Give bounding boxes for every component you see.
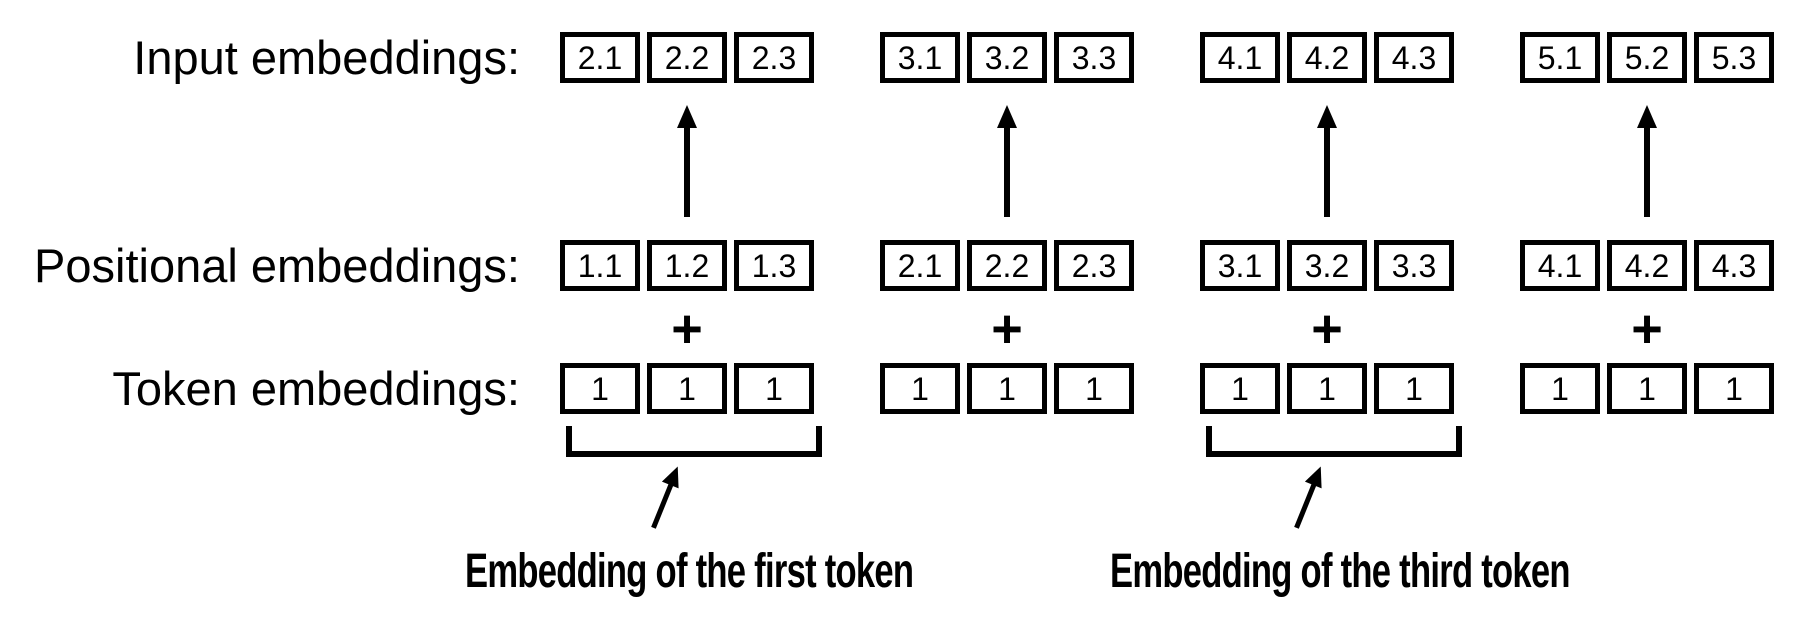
embedding-cell: 1.2: [647, 240, 727, 291]
embedding-cell: 1: [560, 363, 640, 414]
up-arrow-icon: [997, 105, 1017, 218]
embedding-cell: 5.2: [1607, 32, 1687, 83]
first-token-bracket: [566, 426, 822, 457]
embedding-cell: 1.1: [560, 240, 640, 291]
embedding-cell: 3.3: [1054, 32, 1134, 83]
token-embeddings-label: Token embeddings:: [112, 362, 520, 415]
arrowhead-icon: [677, 105, 697, 128]
embedding-cell: 1: [734, 363, 814, 414]
caption-first-token: Embedding of the first token: [465, 545, 914, 598]
embedding-cell: 1: [647, 363, 727, 414]
embedding-cell: 3.3: [1374, 240, 1454, 291]
arrow-shaft: [1004, 127, 1010, 217]
arrow-shaft: [1293, 483, 1316, 529]
embedding-cell: 4.3: [1694, 240, 1774, 291]
annotation-arrow-icon: [1286, 463, 1330, 534]
up-arrow-icon: [677, 105, 697, 218]
embedding-cell: 1: [967, 363, 1047, 414]
arrow-shaft: [1644, 127, 1650, 217]
plus-operator: +: [671, 299, 703, 359]
embedding-cell: 5.1: [1520, 32, 1600, 83]
input-embeddings-label: Input embeddings:: [133, 31, 520, 84]
embedding-cell: 1.3: [734, 240, 814, 291]
embedding-cell: 2.2: [647, 32, 727, 83]
embedding-cell: 2.1: [880, 240, 960, 291]
up-arrow-icon: [1317, 105, 1337, 218]
arrowhead-icon: [1637, 105, 1657, 128]
arrow-shaft: [1324, 127, 1330, 217]
annotation-arrow-icon: [643, 463, 687, 534]
arrowhead-icon: [1317, 105, 1337, 128]
embedding-cell: 3.1: [1200, 240, 1280, 291]
arrowhead-icon: [1304, 463, 1330, 489]
embedding-cell: 1: [1374, 363, 1454, 414]
embedding-cell: 1: [1054, 363, 1134, 414]
embedding-cell: 1: [1287, 363, 1367, 414]
arrow-shaft: [650, 483, 673, 529]
embedding-cell: 4.2: [1287, 32, 1367, 83]
embedding-cell: 2.3: [734, 32, 814, 83]
embedding-cell: 2.1: [560, 32, 640, 83]
caption-third-token: Embedding of the third token: [1110, 545, 1571, 598]
embedding-cell: 1: [880, 363, 960, 414]
embedding-cell: 4.2: [1607, 240, 1687, 291]
positional-embeddings-label: Positional embeddings:: [34, 239, 520, 292]
arrowhead-icon: [997, 105, 1017, 128]
embedding-cell: 3.1: [880, 32, 960, 83]
up-arrow-icon: [1637, 105, 1657, 218]
embedding-cell: 4.1: [1520, 240, 1600, 291]
embedding-cell: 3.2: [967, 32, 1047, 83]
embedding-cell: 2.3: [1054, 240, 1134, 291]
embedding-cell: 4.1: [1200, 32, 1280, 83]
embedding-cell: 1: [1200, 363, 1280, 414]
third-token-bracket: [1206, 426, 1462, 457]
arrowhead-icon: [661, 463, 687, 489]
plus-operator: +: [991, 299, 1023, 359]
embedding-cell: 1: [1520, 363, 1600, 414]
plus-operator: +: [1631, 299, 1663, 359]
plus-operator: +: [1311, 299, 1343, 359]
embedding-cell: 1: [1694, 363, 1774, 414]
embedding-cell: 3.2: [1287, 240, 1367, 291]
arrow-shaft: [684, 127, 690, 217]
embedding-cell: 1: [1607, 363, 1687, 414]
embedding-cell: 4.3: [1374, 32, 1454, 83]
embedding-cell: 5.3: [1694, 32, 1774, 83]
embedding-cell: 2.2: [967, 240, 1047, 291]
